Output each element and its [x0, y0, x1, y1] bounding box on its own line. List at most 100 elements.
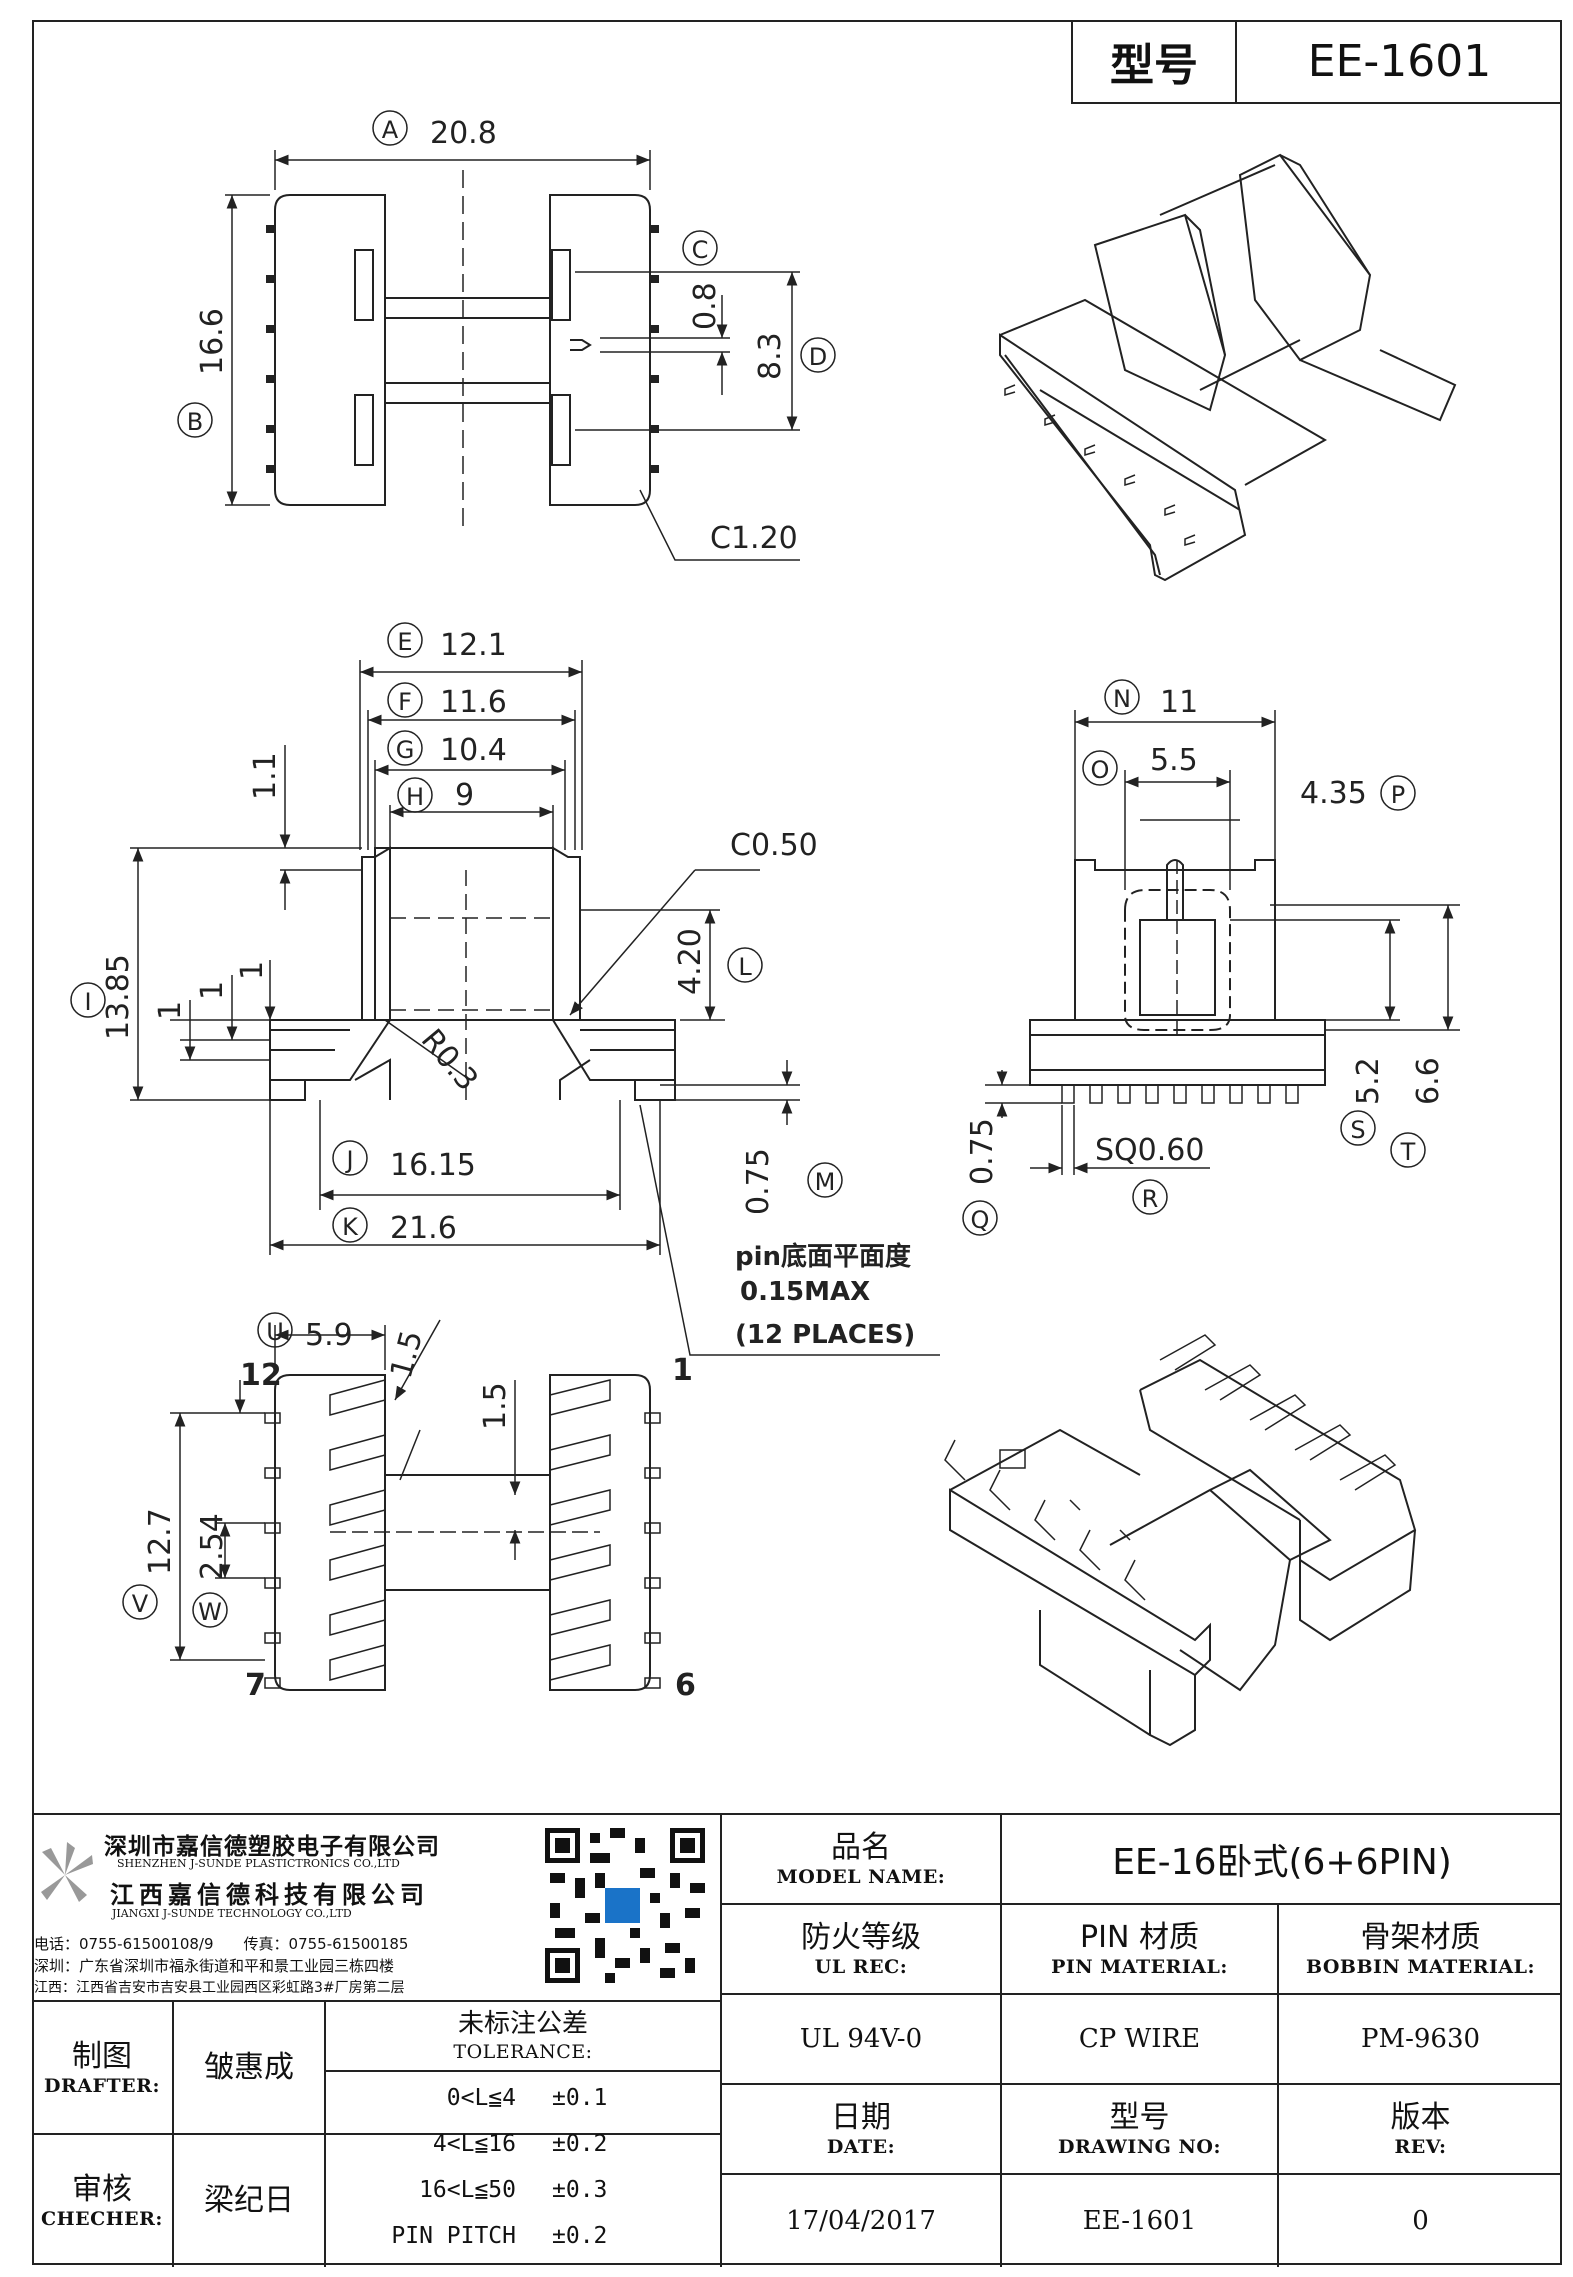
- note-line3: (12 PLACES): [735, 1320, 915, 1350]
- dim-K: 21.6: [390, 1211, 457, 1246]
- dim-c120: C1.20: [710, 521, 798, 556]
- company-name-jx-en: JIANGXI J-SUNDE TECHNOLOGY CO.,LTD: [112, 1907, 352, 1920]
- checker-en: CHECHER:: [41, 2208, 163, 2230]
- bubble-P: P: [1391, 781, 1405, 809]
- dim-S: 5.2: [1351, 1057, 1386, 1105]
- tolerance-value: ±0.1: [552, 2085, 608, 2111]
- model-name-val: EE-16卧式(6+6PIN): [1112, 1842, 1452, 1883]
- drafter-label: 制图 DRAFTER:: [32, 2002, 172, 2133]
- ul-rec-value: UL 94V-0: [722, 1995, 1000, 2083]
- tolerance-label: 未标注公差 TOLERANCE:: [326, 2002, 720, 2070]
- bubble-T: T: [1400, 1138, 1416, 1166]
- bobbin-material-en: BOBBIN MATERIAL:: [1305, 1956, 1536, 1978]
- bubble-H: H: [406, 783, 424, 811]
- pin-12: 12: [240, 1358, 282, 1393]
- checker-label: 审核 CHECHER:: [32, 2135, 172, 2267]
- dim-15b: 1.5: [478, 1382, 513, 1430]
- ul-rec-val: UL 94V-0: [799, 2024, 923, 2054]
- bobbin-material-label: 骨架材质 BOBBIN MATERIAL:: [1279, 1905, 1562, 1993]
- date-value: 17/04/2017: [722, 2175, 1000, 2267]
- dim-15a: 1.5: [384, 1327, 430, 1382]
- checker-val: 梁纪日: [204, 2183, 294, 2218]
- pin-7: 7: [245, 1668, 266, 1703]
- dim-V: 12.7: [143, 1508, 178, 1575]
- side-view: [985, 710, 1460, 1175]
- dim-1a: 1: [153, 1001, 188, 1020]
- ul-rec-en: UL REC:: [814, 1956, 908, 1978]
- checker-zh: 审核: [72, 2172, 132, 2207]
- company-logo: [37, 1840, 97, 1910]
- dim-I: 13.85: [101, 954, 136, 1040]
- bubble-J: J: [344, 1146, 353, 1174]
- date-en: DATE:: [826, 2136, 896, 2158]
- top-view: [225, 150, 800, 561]
- model-name-label: 品名 MODEL NAME:: [722, 1815, 1000, 1903]
- dim-G: 10.4: [440, 733, 507, 768]
- note-line1: pin底面平面度: [735, 1241, 911, 1272]
- bottom-view: [170, 1319, 661, 1691]
- rev-value: 0: [1279, 2175, 1562, 2267]
- pin-material-zh: PIN 材质: [1080, 1920, 1199, 1955]
- tolerance-zh: 未标注公差: [457, 2009, 588, 2040]
- tolerance-range: 0<L≦4: [446, 2085, 516, 2111]
- dim-T: 6.6: [1411, 1057, 1446, 1105]
- bubble-V: V: [132, 1590, 149, 1618]
- date-val: 17/04/2017: [786, 2206, 936, 2236]
- dim-M: 0.75: [741, 1148, 776, 1215]
- pin-1: 1: [672, 1353, 693, 1388]
- tolerance-range: 4<L≦16: [432, 2131, 516, 2157]
- dim-F: 11.6: [440, 685, 507, 720]
- bubble-I: I: [84, 988, 91, 1016]
- sheet-border: [32, 20, 1562, 2265]
- tolerance-row: 0<L≦4 ±0.1: [326, 2075, 720, 2121]
- dim-r03: R0.3: [414, 1023, 485, 1098]
- model-name-zh: 品名: [831, 1830, 891, 1865]
- tolerance-value: ±0.3: [552, 2177, 608, 2203]
- dim-C: 0.8: [688, 282, 723, 330]
- dim-U: 5.9: [305, 1318, 353, 1353]
- date-label: 日期 DATE:: [722, 2085, 1000, 2173]
- tolerance-range: PIN PITCH: [391, 2223, 516, 2249]
- dim-O: 5.5: [1150, 743, 1198, 778]
- bubble-E: E: [397, 628, 412, 656]
- dim-c050: C0.50: [730, 828, 818, 863]
- tolerance-en: TOLERANCE:: [453, 2040, 593, 2063]
- bubble-S: S: [1350, 1116, 1365, 1144]
- front-view: [130, 660, 940, 1356]
- drafter-val: 皱惠成: [204, 2049, 294, 2085]
- bubble-Q: Q: [971, 1206, 990, 1234]
- bobbin-material-value: PM-9630: [1279, 1995, 1562, 2083]
- company-name-sz-en: SHENZHEN J-SUNDE PLASTICTRONICS CO.,LTD: [117, 1857, 400, 1870]
- pin-material-val: CP WIRE: [1078, 2024, 1201, 2054]
- tolerance-value: ±0.2: [552, 2131, 608, 2157]
- bubble-D: D: [809, 343, 827, 371]
- bubble-C: C: [692, 236, 709, 264]
- type-box: 型号 EE-1601: [1071, 20, 1562, 104]
- model-name-value: EE-16卧式(6+6PIN): [1002, 1815, 1562, 1903]
- bobbin-material-val: PM-9630: [1360, 2024, 1481, 2054]
- drafter-en: DRAFTER:: [44, 2074, 160, 2097]
- qr-code: [540, 1823, 710, 1988]
- dim-A: 20.8: [430, 116, 497, 151]
- technical-drawing: A 20.8 C 0.8 D 8.3 B 16.6 C1.20 E 12.1 F…: [70, 110, 1460, 1747]
- dim-E: 12.1: [440, 628, 507, 663]
- bobbin-material-zh: 骨架材质: [1360, 1920, 1481, 1955]
- pin-material-en: PIN MATERIAL:: [1051, 1956, 1228, 1978]
- bubble-B: B: [187, 408, 203, 436]
- company-name-jx: 江西嘉信德科技有限公司: [110, 1881, 429, 1909]
- iso-view-top: [999, 153, 1457, 582]
- tolerance-range: 16<L≦50: [419, 2177, 516, 2203]
- checker-value: 梁纪日: [174, 2135, 324, 2267]
- dim-L: 4.20: [673, 928, 708, 995]
- ul-rec-zh: 防火等级: [801, 1920, 921, 1955]
- rev-val: 0: [1412, 2206, 1429, 2236]
- bubble-N: N: [1113, 685, 1131, 713]
- rev-en: REV:: [1394, 2136, 1447, 2158]
- tolerance-table: 0<L≦4 ±0.1 4<L≦16 ±0.2 16<L≦50 ±0.3 PIN …: [326, 2075, 720, 2265]
- company-addr-jx: 江西：江西省吉安市吉安县工业园西区彩虹路3#厂房第二层: [34, 1980, 405, 1996]
- rev-label: 版本 REV:: [1279, 2085, 1562, 2173]
- bubble-A: A: [382, 116, 399, 144]
- drafter-zh: 制图: [72, 2038, 132, 2074]
- tolerance-row: 4<L≦16 ±0.2: [326, 2121, 720, 2167]
- company-addr-sz: 深圳：广东省深圳市福永街道和平和景工业园三栋四楼: [34, 1957, 395, 1975]
